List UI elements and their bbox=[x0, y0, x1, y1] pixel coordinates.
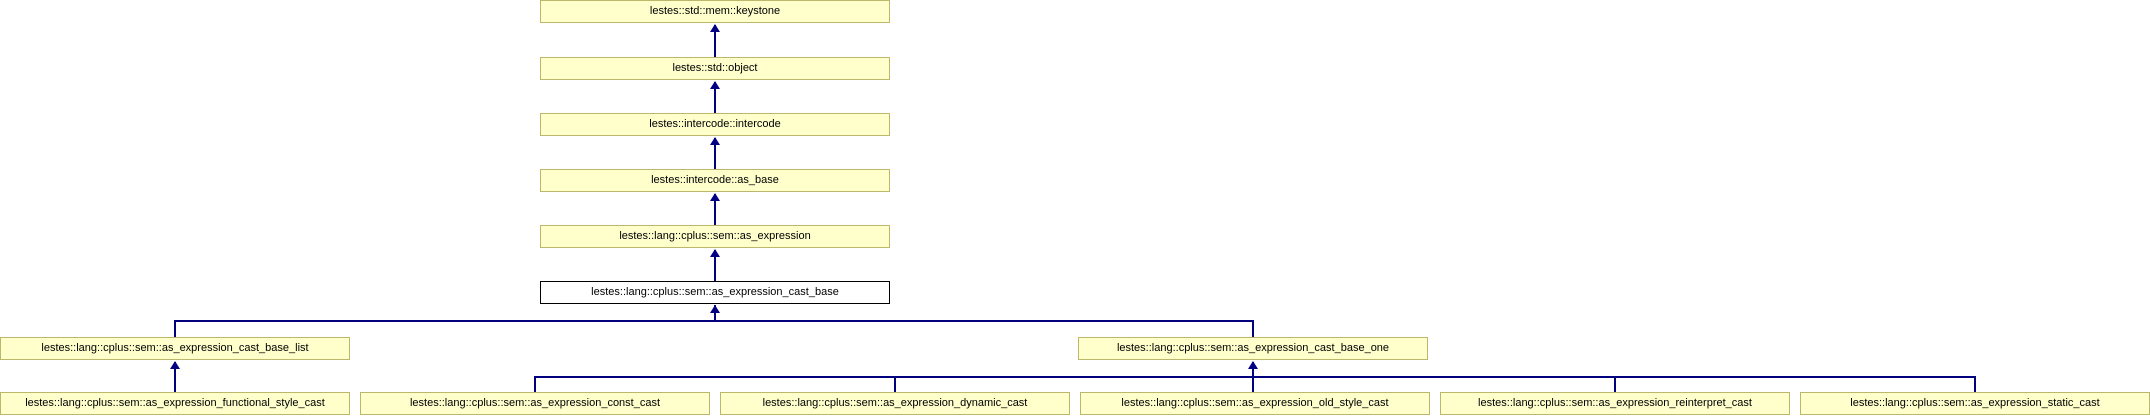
arrowhead-up-icon bbox=[710, 193, 720, 201]
edge-split-connector bbox=[174, 320, 1254, 322]
arrowhead-up-icon bbox=[710, 137, 720, 145]
node-old-style-cast[interactable]: lestes::lang::cplus::sem::as_expression_… bbox=[1080, 392, 1430, 415]
node-reinterpret-cast[interactable]: lestes::lang::cplus::sem::as_expression_… bbox=[1440, 392, 1790, 415]
node-object[interactable]: lestes::std::object bbox=[540, 57, 890, 80]
node-keystone[interactable]: lestes::std::mem::keystone bbox=[540, 0, 890, 23]
arrowhead-up-icon bbox=[1248, 361, 1258, 369]
arrowhead-up-icon bbox=[710, 24, 720, 32]
arrowhead-up-icon bbox=[710, 81, 720, 89]
edge-as-expression-to-as-base bbox=[714, 194, 716, 225]
edge-stub-const-cast bbox=[534, 377, 536, 392]
node-functional-style-cast[interactable]: lestes::lang::cplus::sem::as_expression_… bbox=[0, 392, 350, 415]
node-static-cast[interactable]: lestes::lang::cplus::sem::as_expression_… bbox=[1800, 392, 2150, 415]
node-dynamic-cast[interactable]: lestes::lang::cplus::sem::as_expression_… bbox=[720, 392, 1070, 415]
node-as-expression-cast-base-current: lestes::lang::cplus::sem::as_expression_… bbox=[540, 281, 890, 304]
node-as-expression[interactable]: lestes::lang::cplus::sem::as_expression bbox=[540, 225, 890, 248]
edge-functional-style-cast-to-cast-base-list bbox=[174, 362, 176, 392]
edge-drop-to-cast-base-list bbox=[174, 320, 176, 337]
edge-leaves-to-cast-base-one bbox=[1252, 362, 1254, 377]
edge-stub-old-style-cast bbox=[1252, 377, 1254, 392]
edge-stub-dynamic-cast bbox=[894, 377, 896, 392]
edge-stub-static-cast bbox=[1974, 377, 1976, 392]
edge-leaves-connector bbox=[534, 376, 1976, 378]
node-cast-base-list[interactable]: lestes::lang::cplus::sem::as_expression_… bbox=[0, 337, 350, 360]
node-const-cast[interactable]: lestes::lang::cplus::sem::as_expression_… bbox=[360, 392, 710, 415]
node-cast-base-one[interactable]: lestes::lang::cplus::sem::as_expression_… bbox=[1078, 337, 1428, 360]
arrowhead-up-icon bbox=[170, 361, 180, 369]
node-as-base[interactable]: lestes::intercode::as_base bbox=[540, 169, 890, 192]
edge-subclasses-to-cast-base bbox=[714, 305, 716, 322]
edge-drop-to-cast-base-one bbox=[1252, 320, 1254, 337]
edge-cast-base-to-as-expression bbox=[714, 250, 716, 281]
edge-as-base-to-intercode bbox=[714, 138, 716, 169]
edge-stub-reinterpret-cast bbox=[1614, 377, 1616, 392]
edge-object-to-keystone bbox=[714, 25, 716, 57]
arrowhead-up-icon bbox=[710, 249, 720, 257]
node-intercode[interactable]: lestes::intercode::intercode bbox=[540, 113, 890, 136]
arrowhead-up-icon bbox=[710, 305, 720, 313]
edge-intercode-to-object bbox=[714, 82, 716, 113]
